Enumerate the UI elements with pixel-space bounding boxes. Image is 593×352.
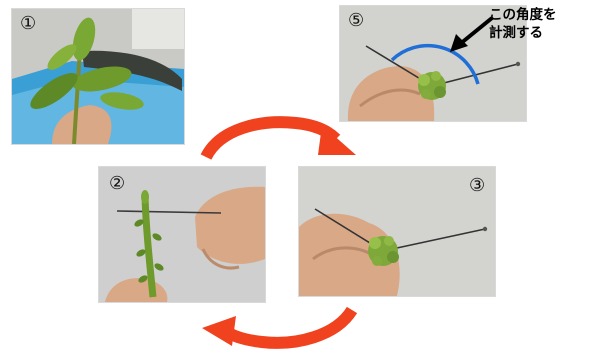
- step-label-5: ⑤: [348, 12, 364, 30]
- pointer-arrow-icon: [446, 14, 496, 56]
- plant-cutting-photo: [12, 9, 184, 144]
- photo-step-3: ③: [299, 167, 495, 296]
- cycle-arrow-top-icon: [198, 115, 358, 163]
- step-label-2: ②: [109, 175, 125, 193]
- step-label-1: ①: [20, 15, 36, 33]
- annotation-line-2: 計測する: [489, 24, 593, 42]
- rosette-holding-photo: [299, 167, 495, 296]
- photo-step-2: ②: [99, 167, 265, 302]
- photo-step-1: ①: [12, 9, 184, 144]
- annotation-line-1: この角度を: [489, 6, 593, 24]
- step-label-3: ③: [469, 177, 485, 195]
- annotation-text: この角度を 計測する: [489, 6, 593, 42]
- cycle-arrow-bottom-icon: [196, 304, 360, 350]
